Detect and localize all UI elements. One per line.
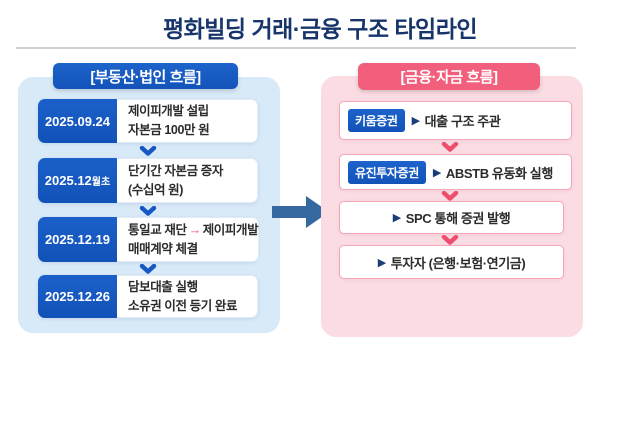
chevron-down-icon	[139, 206, 157, 216]
company-badge: 키움증권	[348, 109, 405, 132]
flow-row: 키움증권 ▶ 대출 구조 주관	[339, 101, 572, 140]
flow-text: 투자자 (은행·보험·연기금)	[390, 255, 526, 271]
date-text: 2025.12.26	[44, 289, 111, 304]
buyer-name: 제이피개발	[202, 222, 259, 237]
date-badge: 2025.09.24	[38, 99, 117, 143]
date-suffix: 월초	[91, 177, 111, 188]
transfer-arrow-icon: →	[188, 222, 202, 237]
date-text: 2025.12.19	[44, 232, 111, 247]
triangle-bullet-icon: ▶	[377, 256, 386, 269]
title-divider	[16, 47, 576, 49]
flow-text: SPC 통해 증권 발행	[405, 211, 511, 226]
date-badge: 2025.12.19	[38, 217, 117, 262]
timeline-row: 2025.12.26 담보대출 실행 소유권 이전 등기 완료	[38, 275, 258, 318]
flow-row: 유진투자증권 ▶ ABSTB 유동화 실행	[339, 154, 572, 190]
event-line: 단기간 자본금 증자	[128, 163, 223, 178]
event-line: 담보대출 실행	[128, 279, 198, 294]
page-title: 평화빌딩 거래·금융 구조 타임라인	[162, 16, 478, 42]
flow-text: ABSTB 유동화 실행	[445, 165, 553, 181]
event-text: 단기간 자본금 증자 (수십억 원)	[117, 158, 258, 203]
event-line: 자본금 100만 원	[128, 123, 210, 137]
triangle-bullet-icon: ▶	[411, 115, 420, 127]
finance-panel-header: [금융·자금 흐름]	[358, 63, 540, 90]
date-badge: 2025.12.26	[38, 275, 117, 318]
event-text: 통일교 재단→제이피개발 매매계약 체결	[117, 217, 260, 262]
event-line: 제이피개발 설립	[128, 104, 209, 118]
triangle-bullet-icon: ▶	[432, 166, 441, 179]
triangle-bullet-icon: ▶	[392, 212, 401, 224]
date-text: 2025.12	[44, 173, 92, 188]
company-badge: 유진투자증권	[348, 160, 426, 184]
flow-text: 대출 구조 주관	[424, 114, 501, 129]
timeline-row: 2025.09.24 제이피개발 설립 자본금 100만 원	[38, 99, 258, 143]
event-line: 통일교 재단→제이피개발	[128, 221, 259, 240]
event-line: (수십억 원)	[128, 182, 183, 197]
flow-row: ▶ SPC 통해 증권 발행	[339, 201, 564, 234]
flow-arrow-icon	[272, 196, 329, 228]
chevron-down-icon	[441, 191, 459, 201]
chevron-down-icon	[441, 235, 459, 245]
flow-row: ▶ 투자자 (은행·보험·연기금)	[339, 245, 564, 279]
date-text: 2025.09.24	[44, 113, 111, 129]
event-line: 소유권 이전 등기 완료	[128, 298, 238, 313]
real-estate-panel-header: [부동산·법인 흐름]	[53, 63, 238, 89]
event-line: 매매계약 체결	[128, 241, 198, 256]
seller-name: 통일교 재단	[128, 222, 187, 237]
timeline-row: 2025.12.19 통일교 재단→제이피개발 매매계약 체결	[38, 217, 260, 262]
event-text: 담보대출 실행 소유권 이전 등기 완료	[117, 275, 258, 318]
chevron-down-icon	[139, 146, 157, 156]
event-text: 제이피개발 설립 자본금 100만 원	[117, 99, 258, 143]
chevron-down-icon	[441, 142, 459, 152]
chevron-down-icon	[139, 264, 157, 274]
